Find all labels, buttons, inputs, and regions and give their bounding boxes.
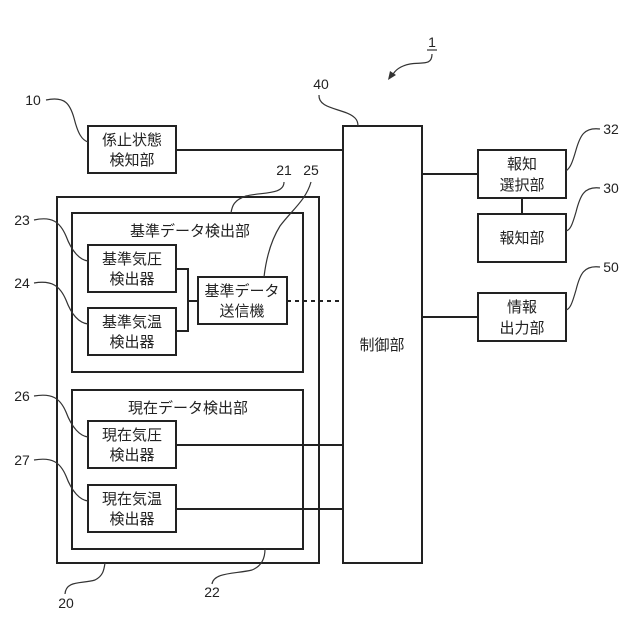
info-output-unit: 情報 出力部 50 — [422, 259, 619, 341]
control-unit-label: 制御部 — [359, 336, 404, 354]
system-reference: 1 — [388, 34, 437, 80]
lock-state-detector: 係止状態 検知部 10 — [25, 92, 343, 173]
leader-30 — [566, 188, 600, 231]
ref-label-27: 27 — [14, 452, 30, 468]
lock-state-detector-label-line1: 係止状態 — [102, 131, 162, 149]
reference-data-transmitter-label-line2: 送信機 — [219, 302, 264, 320]
reference-pressure-detector-label-line1: 基準気圧 — [102, 250, 162, 268]
current-pressure-detector-label-line1: 現在気圧 — [102, 426, 162, 444]
reference-temperature-detector-label-line2: 検出器 — [109, 333, 154, 351]
ref-label-21: 21 — [276, 162, 292, 178]
reference-pressure-detector-label-line2: 検出器 — [109, 270, 154, 288]
leader-32 — [566, 129, 600, 171]
ref-label-50: 50 — [603, 259, 619, 275]
leader-20 — [65, 563, 105, 594]
ref-label-26: 26 — [14, 388, 30, 404]
lock-state-detector-label-line2: 検知部 — [109, 151, 154, 169]
reference-temperature-detector-label-line1: 基準気温 — [102, 313, 162, 331]
ref-label-23: 23 — [14, 212, 30, 228]
reference-data-transmitter-label-line1: 基準データ — [204, 282, 279, 300]
reference-data-detector-title: 基準データ検出部 — [130, 222, 250, 240]
notification-selector-label-line2: 選択部 — [499, 176, 544, 194]
ref-label-40: 40 — [313, 76, 329, 92]
leader-10 — [46, 99, 88, 142]
ref-label-10: 10 — [25, 92, 41, 108]
ref-label-30: 30 — [603, 180, 619, 196]
notification-selector: 報知 選択部 32 — [422, 121, 619, 214]
leader-50 — [566, 267, 600, 310]
leader-40 — [319, 95, 358, 126]
ref-label-25: 25 — [303, 162, 319, 178]
ref-label-24: 24 — [14, 275, 30, 291]
info-output-unit-label-line1: 情報 — [507, 298, 537, 316]
current-data-detector-title: 現在データ検出部 — [128, 399, 248, 417]
ref-label-1: 1 — [428, 34, 436, 50]
ref-label-20: 20 — [58, 595, 74, 611]
current-pressure-detector-label-line2: 検出器 — [109, 446, 154, 464]
system-arrow-line — [392, 54, 432, 76]
current-temperature-detector-label-line2: 検出器 — [109, 510, 154, 528]
ref-label-32: 32 — [603, 121, 619, 137]
info-output-unit-label-line2: 出力部 — [499, 319, 544, 337]
notification-unit-label: 報知部 — [499, 229, 544, 247]
notification-selector-label-line1: 報知 — [507, 155, 537, 173]
ref-label-22: 22 — [204, 584, 220, 600]
current-temperature-detector-label-line1: 現在気温 — [102, 490, 162, 508]
